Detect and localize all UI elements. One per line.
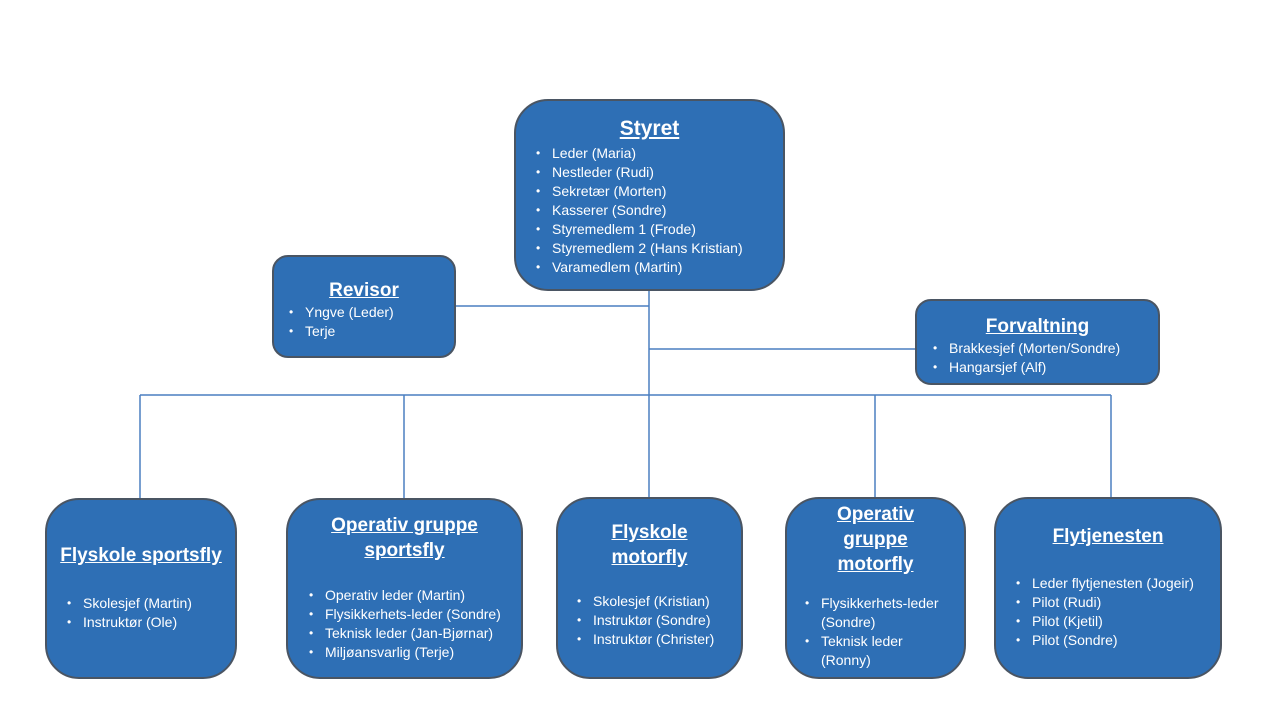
list-item: Pilot (Rudi) xyxy=(1014,593,1220,612)
title-line: Flyskole xyxy=(611,522,688,543)
list-operativ-gruppe-sportsfly: Operativ leder (Martin) Flysikkerhets-le… xyxy=(307,586,521,662)
box-operativ-gruppe-motorfly: Operativ gruppe motorfly Flysikkerhets-l… xyxy=(785,497,966,679)
list-item: Miljøansvarlig (Terje) xyxy=(307,643,521,662)
list-item: Nestleder (Rudi) xyxy=(534,163,783,182)
list-item: Skolesjef (Kristian) xyxy=(575,592,741,611)
list-item: Operativ leder (Martin) xyxy=(307,586,521,605)
list-item: Teknisk leder (Ronny) xyxy=(803,632,956,670)
list-item: Flysikkerhets-leder (Sondre) xyxy=(307,605,521,624)
title-operativ-gruppe-sportsfly: Operativ gruppe sportsfly xyxy=(288,513,521,563)
list-item: Teknisk leder (Jan-Bjørnar) xyxy=(307,624,521,643)
box-flytjenesten: Flytjenesten Leder flytjenesten (Jogeir)… xyxy=(994,497,1222,679)
title-operativ-gruppe-motorfly: Operativ gruppe motorfly xyxy=(787,502,964,577)
title-revisor: Revisor xyxy=(329,280,399,301)
list-item: Varamedlem (Martin) xyxy=(534,258,783,277)
list-styret: Leder (Maria) Nestleder (Rudi) Sekretær … xyxy=(534,144,783,277)
list-item: Kasserer (Sondre) xyxy=(534,201,783,220)
list-item: Leder (Maria) xyxy=(534,144,783,163)
title-line: Operativ gruppe xyxy=(331,515,478,536)
list-flyskole-sportsfly: Skolesjef (Martin) Instruktør (Ole) xyxy=(65,594,235,632)
title-flyskole-motorfly: Flyskole motorfly xyxy=(558,520,741,570)
title-line: motorfly xyxy=(837,554,914,575)
box-styret: Styret Leder (Maria) Nestleder (Rudi) Se… xyxy=(514,99,785,291)
list-item: Brakkesjef (Morten/Sondre) xyxy=(931,339,1158,358)
list-flyskole-motorfly: Skolesjef (Kristian) Instruktør (Sondre)… xyxy=(575,592,741,649)
title-flytjenesten: Flytjenesten xyxy=(1052,526,1164,547)
list-item: Instruktør (Ole) xyxy=(65,613,235,632)
list-item: Pilot (Sondre) xyxy=(1014,631,1220,650)
box-flyskole-sportsfly: Flyskole sportsfly Skolesjef (Martin) In… xyxy=(45,498,237,679)
title-flyskole-sportsfly: Flyskole sportsfly xyxy=(60,545,222,566)
list-operativ-gruppe-motorfly: Flysikkerhets-leder (Sondre) Teknisk led… xyxy=(803,594,964,670)
list-revisor: Yngve (Leder) Terje xyxy=(287,303,454,341)
list-item: Sekretær (Morten) xyxy=(534,182,783,201)
list-item: Pilot (Kjetil) xyxy=(1014,612,1220,631)
title-line: sportsfly xyxy=(364,540,445,561)
list-item: Skolesjef (Martin) xyxy=(65,594,235,613)
title-forvaltning: Forvaltning xyxy=(985,316,1090,337)
title-styret: Styret xyxy=(619,117,680,140)
box-operativ-gruppe-sportsfly: Operativ gruppe sportsfly Operativ leder… xyxy=(286,498,523,679)
list-item: Hangarsjef (Alf) xyxy=(931,358,1158,377)
list-flytjenesten: Leder flytjenesten (Jogeir) Pilot (Rudi)… xyxy=(1014,574,1220,650)
list-item: Styremedlem 1 (Frode) xyxy=(534,220,783,239)
title-line: motorfly xyxy=(611,547,688,568)
box-revisor: Revisor Yngve (Leder) Terje xyxy=(272,255,456,358)
list-item: Instruktør (Christer) xyxy=(575,630,741,649)
title-line: Operativ xyxy=(836,504,915,525)
box-flyskole-motorfly: Flyskole motorfly Skolesjef (Kristian) I… xyxy=(556,497,743,679)
list-item: Flysikkerhets-leder (Sondre) xyxy=(803,594,956,632)
list-item: Leder flytjenesten (Jogeir) xyxy=(1014,574,1220,593)
list-forvaltning: Brakkesjef (Morten/Sondre) Hangarsjef (A… xyxy=(931,339,1158,377)
box-forvaltning: Forvaltning Brakkesjef (Morten/Sondre) H… xyxy=(915,299,1160,385)
list-item: Terje xyxy=(287,322,454,341)
list-item: Instruktør (Sondre) xyxy=(575,611,741,630)
list-item: Yngve (Leder) xyxy=(287,303,454,322)
title-line: gruppe xyxy=(843,529,908,550)
list-item: Styremedlem 2 (Hans Kristian) xyxy=(534,239,783,258)
